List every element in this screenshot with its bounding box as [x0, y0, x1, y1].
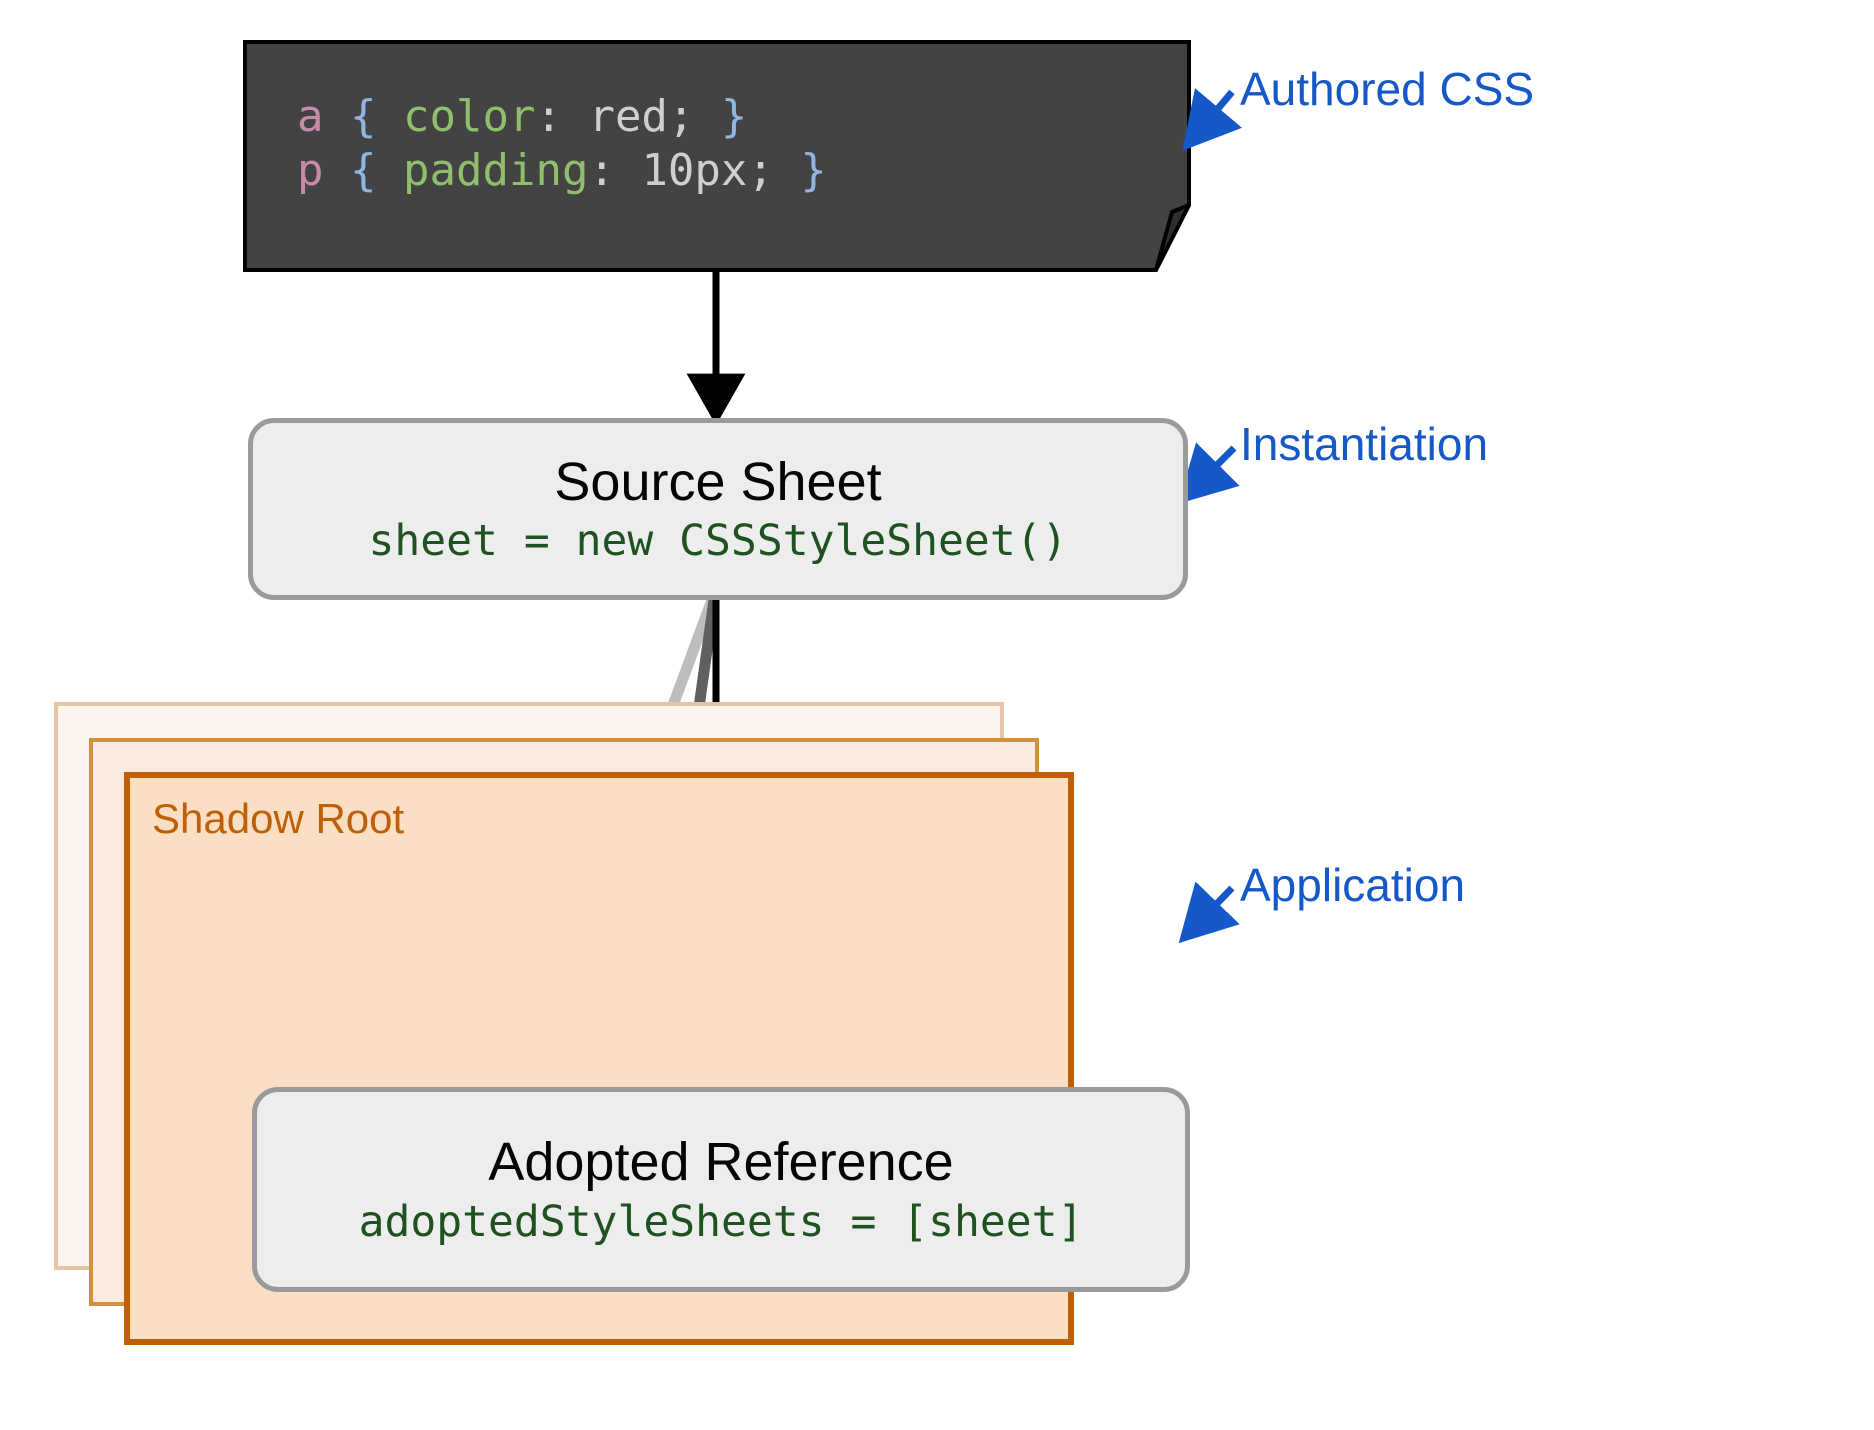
code-text: a { color: red; } p { padding: 10px; }: [297, 90, 827, 197]
authored-css-code-block: a { color: red; } p { padding: 10px; }: [245, 42, 1189, 270]
css-property-2: padding: [403, 144, 589, 196]
css-selector-2: p: [297, 144, 324, 196]
css-close-brace-1: }: [720, 91, 748, 142]
node-adopted-reference-code: adoptedStyleSheets = [sheet]: [358, 1196, 1084, 1247]
css-selector-1: a: [297, 91, 324, 142]
css-open-brace-2: {: [350, 144, 377, 196]
css-value-1: red;: [588, 91, 695, 142]
annotation-label-authored-css: Authored CSS: [1240, 63, 1535, 115]
css-value-2: 10px;: [641, 144, 774, 196]
shadow-root-label: Shadow Root: [152, 795, 405, 842]
css-open-brace-1: {: [350, 91, 377, 142]
annotation-label-instantiation: Instantiation: [1240, 418, 1489, 470]
css-close-brace-2: }: [800, 144, 827, 196]
annotation-leader-instantiation: [1178, 442, 1240, 504]
css-colon-2: :: [588, 144, 615, 196]
annotation-leader-authored-css: [1182, 88, 1243, 151]
annotation-label-application: Application: [1240, 859, 1466, 911]
annotation-leader-application: [1178, 881, 1240, 944]
node-source-sheet-code: sheet = new CSSStyleSheet(): [368, 516, 1068, 567]
node-source-sheet[interactable]: Source Sheet sheet = new CSSStyleSheet(): [248, 418, 1188, 600]
node-source-sheet-title: Source Sheet: [554, 451, 882, 512]
node-adopted-reference-title: Adopted Reference: [488, 1132, 954, 1193]
node-adopted-reference[interactable]: Adopted Reference adoptedStyleSheets = […: [252, 1087, 1190, 1292]
css-property-1: color: [403, 91, 536, 142]
css-colon-1: :: [535, 91, 562, 142]
